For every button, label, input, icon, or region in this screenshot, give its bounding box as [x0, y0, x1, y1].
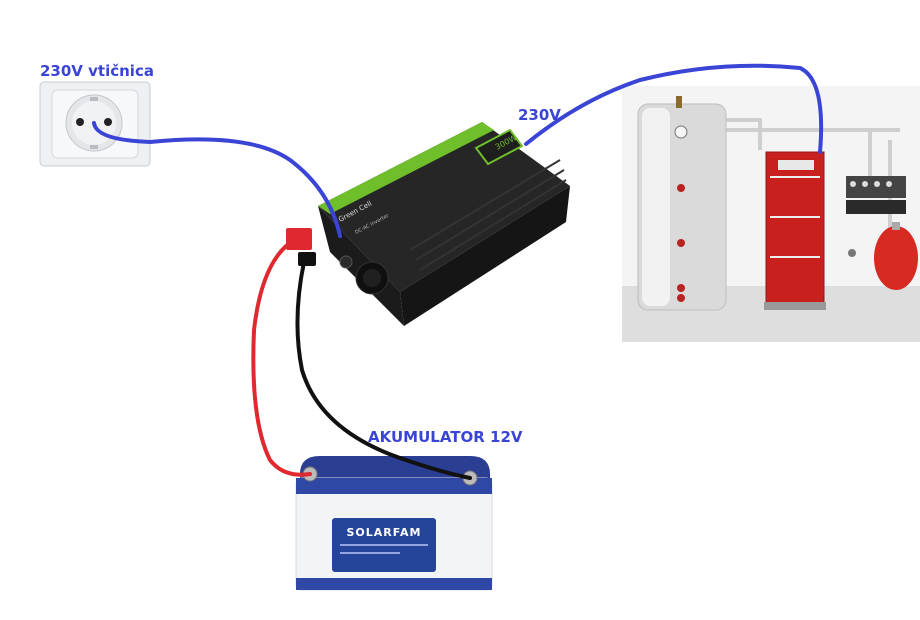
ac-input-cable — [92, 121, 342, 238]
negative-cable — [295, 260, 472, 480]
socket-label: 230V vtičnica — [40, 62, 154, 80]
inverter-icon: 300W Green Cell DC-AC Inverter — [286, 122, 570, 326]
battery-label: AKUMULATOR 12V — [368, 428, 523, 446]
ac-output-cable — [524, 63, 824, 154]
output-voltage-label: 230V — [518, 106, 561, 124]
boiler-room-icon — [622, 86, 920, 342]
positive-cable — [251, 238, 312, 477]
battery-brand: SOLARFAM — [347, 526, 422, 539]
